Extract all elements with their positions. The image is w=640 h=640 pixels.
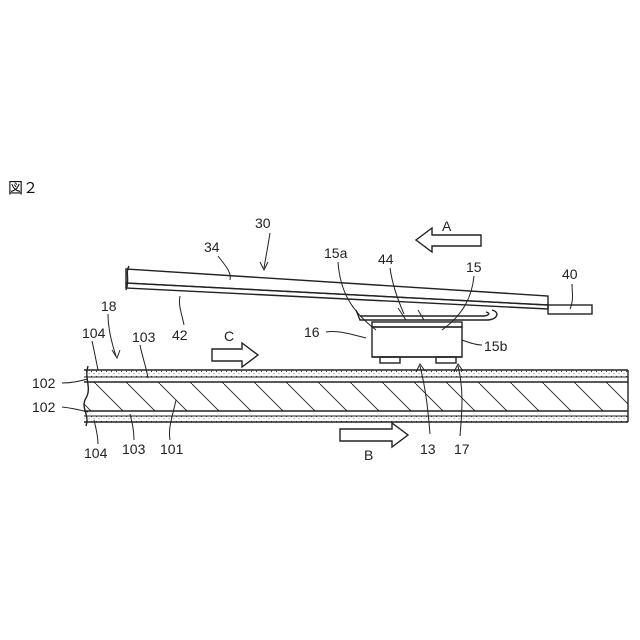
label-15b: 15b [484, 338, 508, 354]
arrow-c [212, 343, 258, 367]
label-34: 34 [204, 239, 220, 255]
pad-13 [380, 357, 400, 363]
label-40: 40 [562, 266, 578, 282]
label-arrow-b: B [364, 447, 373, 463]
sheet-18 [84, 366, 628, 426]
holder-44 [356, 308, 497, 320]
label-17: 17 [454, 441, 470, 457]
pad-17 [436, 357, 456, 363]
plate-42 [126, 283, 548, 309]
label-102-top: 102 [32, 375, 56, 391]
layer-104-bottom [84, 416, 628, 422]
label-30: 30 [255, 215, 271, 231]
label-102-bottom: 102 [32, 399, 56, 415]
block-15 [372, 327, 462, 357]
label-15: 15 [466, 259, 482, 275]
label-18: 18 [101, 298, 117, 314]
label-42: 42 [172, 327, 188, 343]
label-104-bottom: 104 [84, 445, 108, 461]
plate-30 [126, 266, 592, 314]
layer-104-top [84, 370, 628, 377]
label-arrow-a: A [442, 218, 452, 234]
arrow-b [340, 423, 408, 447]
layer-101-core [84, 382, 628, 411]
label-15a: 15a [324, 245, 348, 261]
layer-103-top [84, 377, 628, 382]
head-15 [372, 322, 462, 363]
label-101: 101 [160, 441, 184, 457]
label-arrow-c: C [224, 328, 234, 344]
label-103-top: 103 [132, 329, 156, 345]
label-104-top: 104 [82, 325, 106, 341]
figure-title: 図２ [8, 179, 38, 197]
layer-103-bottom [84, 411, 628, 416]
label-44: 44 [378, 251, 394, 267]
label-13: 13 [420, 441, 436, 457]
part-40 [548, 305, 592, 314]
label-103-bottom: 103 [122, 441, 146, 457]
label-16: 16 [304, 324, 320, 340]
